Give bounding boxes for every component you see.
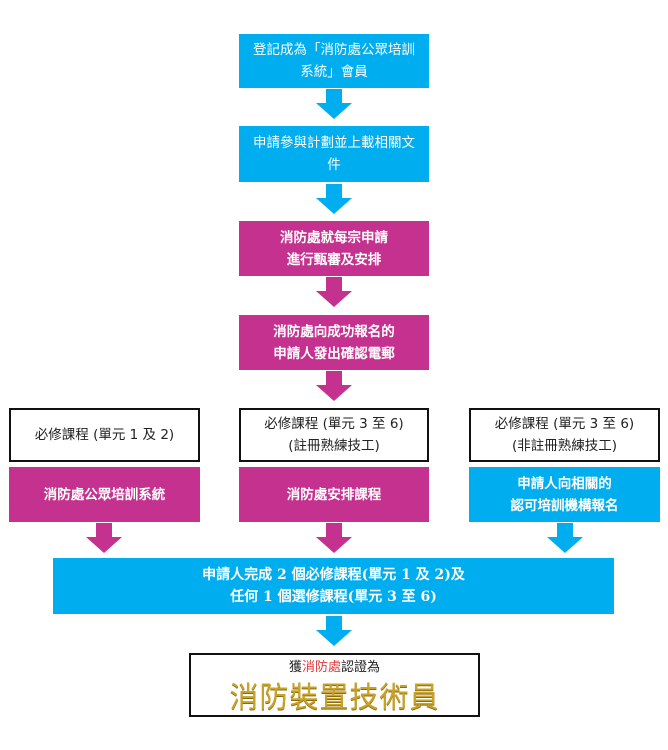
result-certification: 獲消防處認證為 消防裝置技術員: [189, 653, 480, 717]
result-suffix: 認證為: [341, 660, 381, 675]
branch-header-line1: 必修課程 (單元 3 至 6): [264, 416, 404, 432]
step-completion-line2: 任何 1 個選修課程(單元 3 至 6): [230, 589, 437, 605]
step-screening-line1: 消防處就每宗申請: [280, 229, 388, 246]
step-register: 登記成為「消防處公眾培訓 系統」會員: [239, 34, 429, 88]
arrow-down-icon: [316, 277, 352, 307]
step-confirmation-line1: 消防處向成功報名的: [273, 323, 395, 340]
branch-action-line1: 消防處公眾培訓系統: [43, 486, 166, 503]
arrow-down-icon: [547, 523, 583, 553]
branch-header-line2: (非註冊熟練技工): [511, 438, 618, 454]
arrow-down-icon: [316, 616, 352, 646]
branch-header-line1: 必修課程 (單元 3 至 6): [494, 416, 635, 432]
step-register-line1: 登記成為「消防處公眾培訓: [253, 42, 415, 58]
branch-action-enrol-training-institution: 申請人向相關的 認可培訓機構報名: [469, 467, 660, 522]
result-title: 消防裝置技術員: [229, 680, 440, 714]
branch-action-line1: 申請人向相關的: [517, 475, 612, 492]
arrow-down-icon: [316, 523, 352, 553]
branch-header-modules-3-6-registered: 必修課程 (單元 3 至 6) (註冊熟練技工): [239, 408, 429, 462]
branch-header-line2: (註冊熟練技工): [288, 438, 380, 454]
branch-header-line1: 必修課程 (單元 1 及 2): [34, 427, 175, 443]
branch-action-line2: 認可培訓機構報名: [510, 497, 619, 514]
step-apply: 申請參與計劃並上載相關文 件: [239, 126, 429, 182]
branch-header-modules-1-2: 必修課程 (單元 1 及 2): [9, 408, 200, 462]
result-highlight: 消防處: [301, 660, 341, 675]
step-register-line2: 系統」會員: [300, 64, 368, 80]
arrow-down-icon: [86, 523, 122, 553]
step-confirmation-line2: 申請人發出確認電郵: [273, 345, 395, 362]
arrow-down-icon: [316, 89, 352, 119]
step-apply-line2: 件: [327, 157, 341, 173]
branch-action-fsd-arranged-course: 消防處安排課程: [239, 467, 429, 522]
step-apply-line1: 申請參與計劃並上載相關文: [253, 135, 415, 151]
step-screening-line2: 進行甄審及安排: [286, 251, 382, 268]
arrow-down-icon: [316, 184, 352, 214]
result-prefix: 獲: [288, 660, 302, 675]
step-confirmation: 消防處向成功報名的 申請人發出確認電郵: [239, 315, 429, 370]
step-completion-line1: 申請人完成 2 個必修課程(單元 1 及 2)及: [202, 567, 465, 583]
result-subtitle: 獲消防處認證為: [289, 658, 380, 678]
arrow-down-icon: [316, 371, 352, 401]
step-screening: 消防處就每宗申請 進行甄審及安排: [239, 221, 429, 276]
branch-header-modules-3-6-unregistered: 必修課程 (單元 3 至 6) (非註冊熟練技工): [469, 408, 660, 462]
branch-action-public-training-system: 消防處公眾培訓系統: [9, 467, 200, 522]
step-completion: 申請人完成 2 個必修課程(單元 1 及 2)及 任何 1 個選修課程(單元 3…: [53, 558, 614, 614]
branch-action-line1: 消防處安排課程: [286, 486, 382, 503]
